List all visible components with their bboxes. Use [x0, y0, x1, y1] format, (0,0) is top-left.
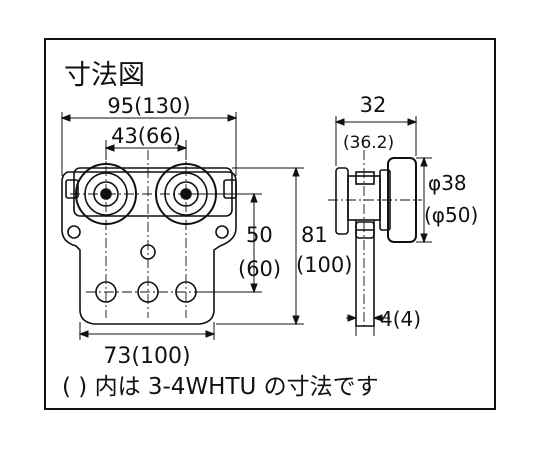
dim-wheel-dia-alt: (φ50)	[424, 203, 478, 227]
dim-wheel-dia: φ38	[428, 171, 467, 195]
side-left-plate	[335, 167, 349, 235]
front-dimensions	[60, 112, 304, 340]
diagram-title: 寸法図	[64, 60, 145, 91]
side-stem-plate	[355, 220, 375, 327]
front-right-tab	[223, 179, 237, 199]
side-center-lines	[328, 150, 422, 330]
front-right-bolt	[215, 225, 229, 239]
front-left-bolt	[67, 225, 81, 239]
dim-plate-thickness: 4(4)	[380, 307, 421, 331]
dim-wheel-span: 43(66)	[111, 124, 181, 148]
dim-height-total-alt: (100)	[296, 253, 352, 277]
dim-height-hole: 50	[246, 223, 273, 247]
front-view	[61, 163, 237, 325]
diagram-frame	[44, 38, 496, 410]
dim-height-total: 81	[301, 223, 328, 247]
footnote: ( ) 内は 3-4WHTU の寸法です	[62, 374, 379, 400]
front-top-frame	[73, 167, 233, 217]
dim-side-width: 32	[360, 93, 387, 117]
dim-base-width: 73(100)	[103, 344, 190, 369]
dim-width-total: 95(130)	[107, 94, 190, 118]
side-axle-nut	[355, 171, 375, 185]
front-left-tab	[65, 179, 79, 199]
dim-height-hole-alt: (60)	[238, 257, 281, 281]
side-view	[335, 157, 417, 327]
dim-side-width-alt: (36.2)	[343, 133, 394, 153]
side-dimensions	[334, 116, 432, 336]
